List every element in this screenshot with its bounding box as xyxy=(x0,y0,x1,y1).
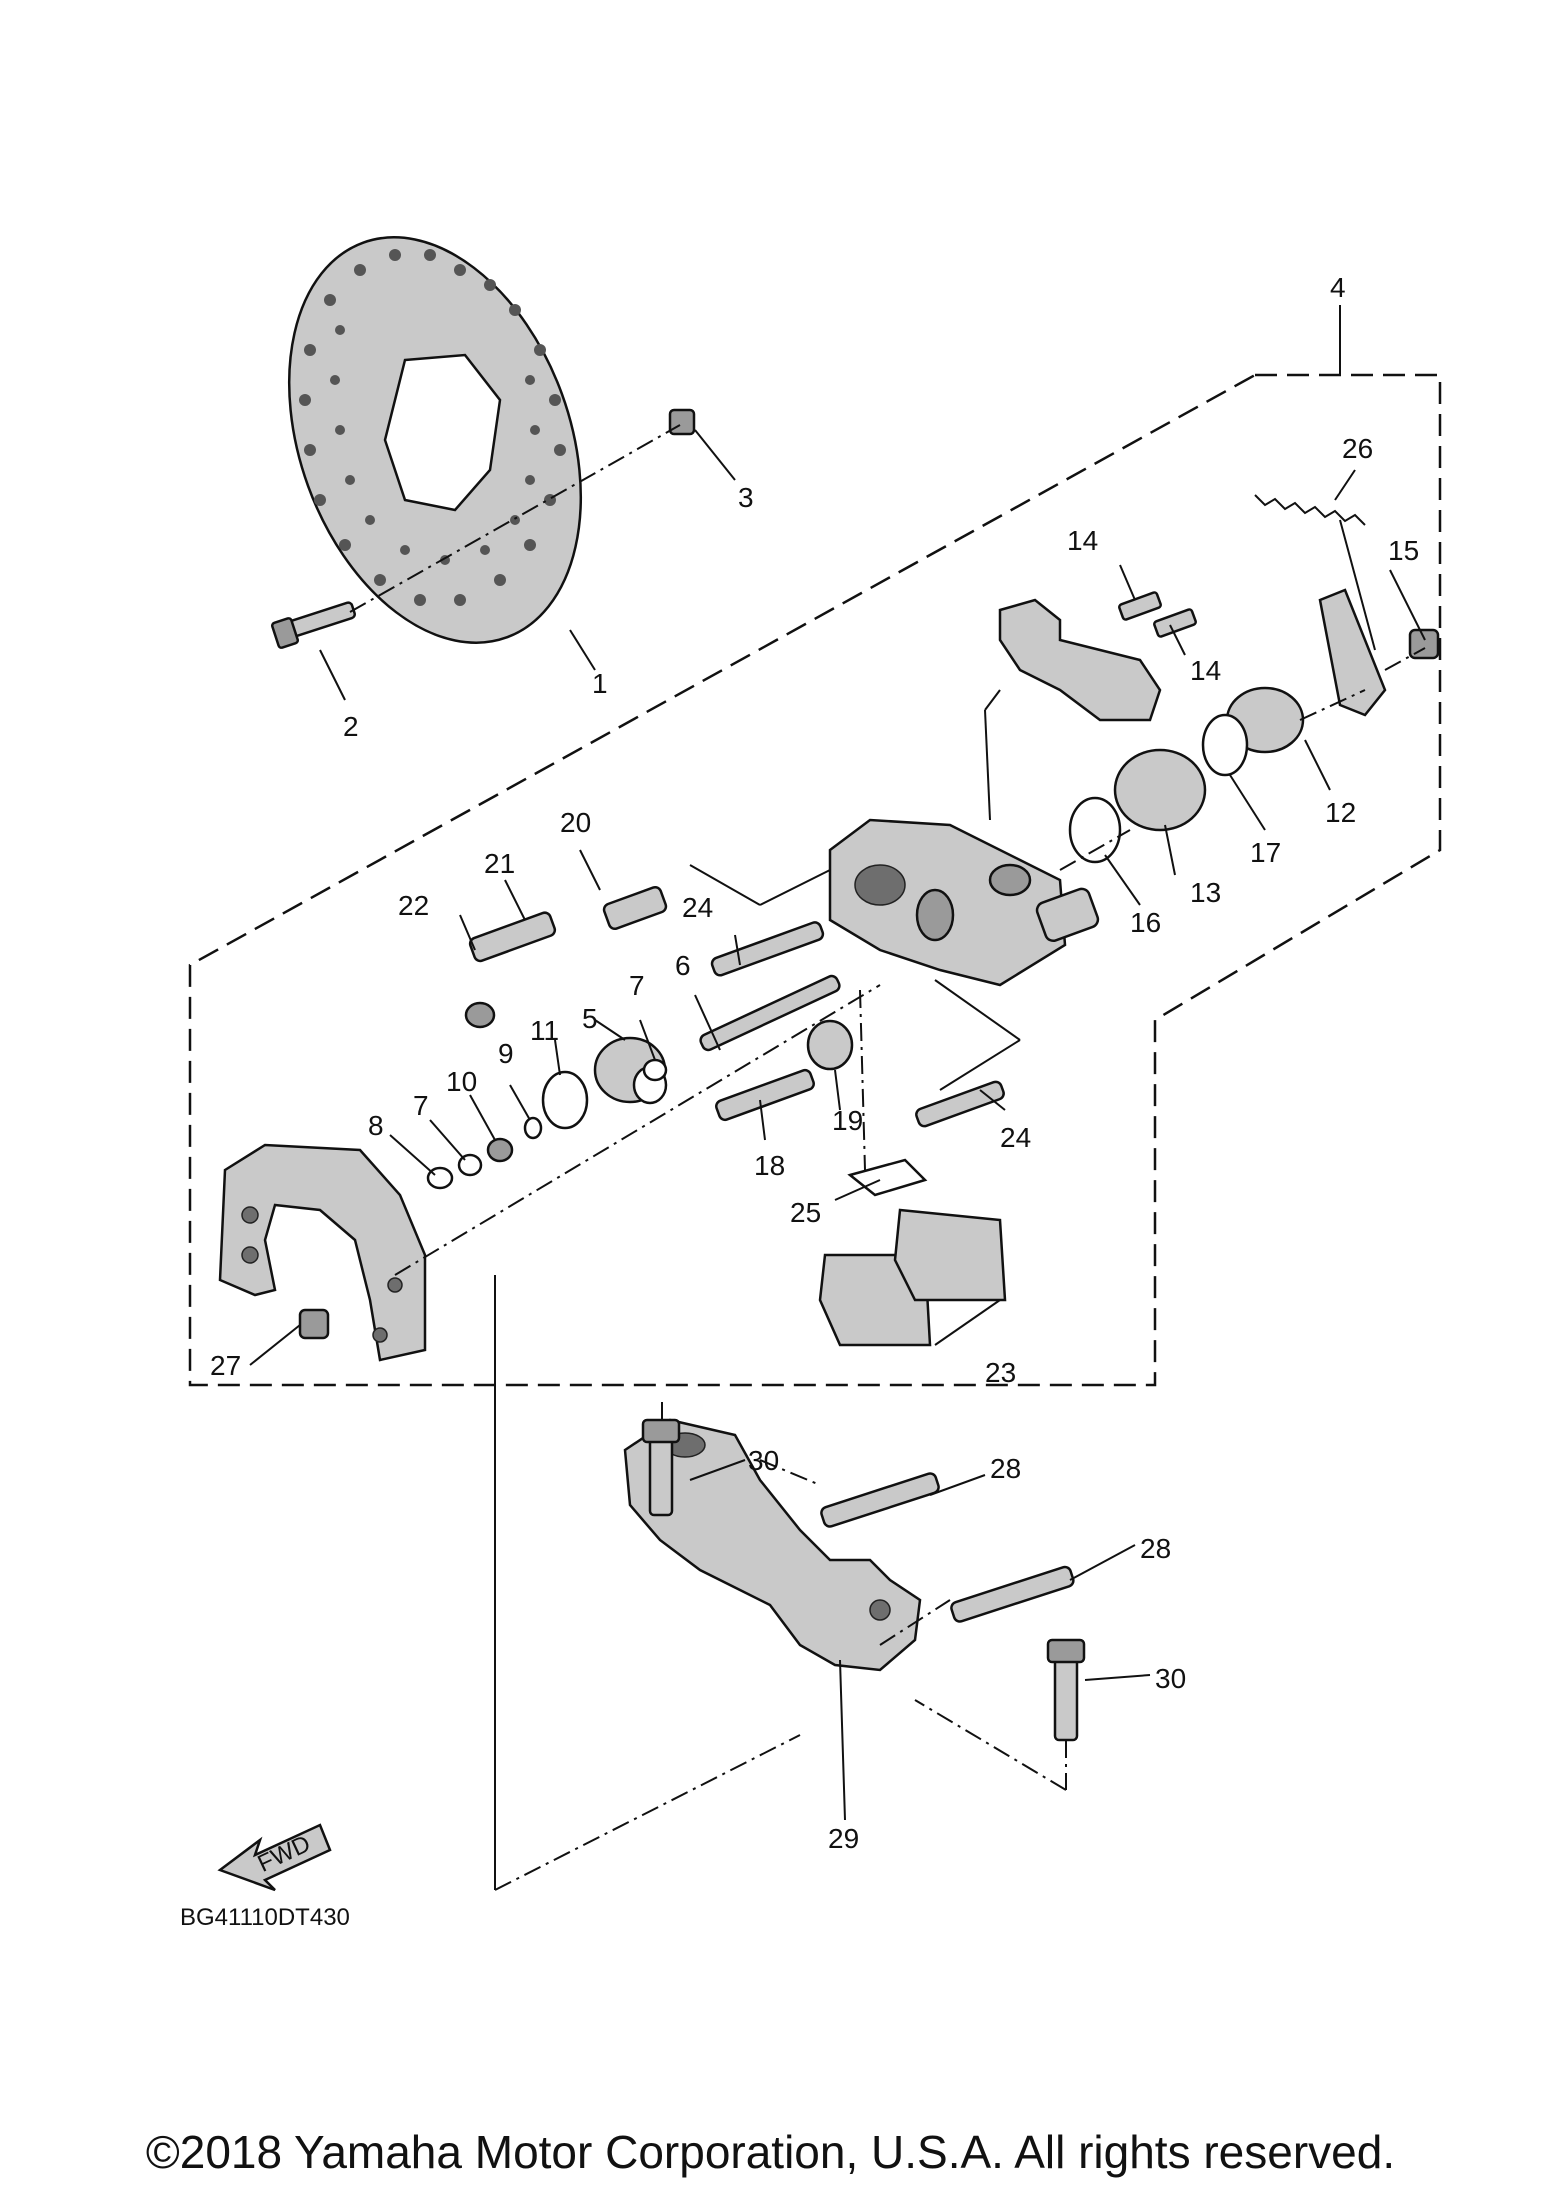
copyright-notice: ©2018 Yamaha Motor Corporation, U.S.A. A… xyxy=(145,2126,1396,2178)
return-spring xyxy=(1254,494,1376,651)
parking-lever xyxy=(1318,588,1387,717)
callout-30-top: 30 xyxy=(748,1445,779,1476)
callout-15: 15 xyxy=(1388,535,1419,566)
callout-9: 9 xyxy=(498,1038,514,1069)
callout-7-left: 7 xyxy=(413,1090,429,1121)
callout-28-bottom: 28 xyxy=(1140,1533,1171,1564)
callout-5: 5 xyxy=(582,1003,598,1034)
caliper-pins-and-seals xyxy=(426,885,1005,1190)
pad-support-bracket xyxy=(218,1143,427,1362)
callout-13: 13 xyxy=(1190,877,1221,908)
callout-8: 8 xyxy=(368,1110,384,1141)
callout-26: 26 xyxy=(1342,433,1373,464)
brake-pads xyxy=(818,1208,1007,1347)
bracket-nut xyxy=(298,1308,330,1340)
caliper-body xyxy=(828,818,1100,987)
callout-7-right: 7 xyxy=(629,970,645,1001)
o-ring-16 xyxy=(1068,796,1122,864)
callout-28-top: 28 xyxy=(990,1453,1021,1484)
callout-2: 2 xyxy=(343,711,359,742)
callout-19: 19 xyxy=(832,1105,863,1136)
callout-1: 1 xyxy=(592,668,608,699)
callout-12: 12 xyxy=(1325,797,1356,828)
callout-10: 10 xyxy=(446,1066,477,1097)
diagram-code: BG41110DT430 xyxy=(180,1904,350,1931)
callout-30-bottom: 30 xyxy=(1155,1663,1186,1694)
callout-29: 29 xyxy=(828,1823,859,1854)
callout-27: 27 xyxy=(210,1350,241,1381)
callout-24-bottom: 24 xyxy=(1000,1122,1031,1153)
disc-bolt xyxy=(271,601,356,649)
callout-24-top: 24 xyxy=(682,892,713,923)
callout-14-top: 14 xyxy=(1067,525,1098,556)
pad-shim xyxy=(847,1158,928,1197)
callout-20: 20 xyxy=(560,807,591,838)
callout-14-bottom: 14 xyxy=(1190,655,1221,686)
lever-bracket xyxy=(998,598,1162,722)
callout-21: 21 xyxy=(484,848,515,879)
callout-leaders xyxy=(249,305,1426,1821)
callout-23: 23 xyxy=(985,1357,1016,1388)
callout-16: 16 xyxy=(1130,907,1161,938)
callout-22: 22 xyxy=(398,890,429,921)
lever-nut xyxy=(1408,628,1440,660)
callout-11: 11 xyxy=(530,1015,559,1046)
callout-17: 17 xyxy=(1250,837,1281,868)
fwd-arrow-icon: FWD xyxy=(217,1823,332,1892)
bracket-bolts xyxy=(1118,591,1197,638)
callout-6: 6 xyxy=(675,950,691,981)
callout-18: 18 xyxy=(754,1150,785,1181)
callout-numbers: 1 2 3 4 5 6 7 7 8 9 10 11 12 13 14 14 15… xyxy=(210,272,1419,1854)
disc-nut xyxy=(668,408,696,436)
callout-4: 4 xyxy=(1330,272,1346,303)
o-ring-17 xyxy=(1201,713,1249,777)
callout-3: 3 xyxy=(738,482,754,513)
caliper-assembly-boundary xyxy=(188,373,1442,1387)
callout-25: 25 xyxy=(790,1197,821,1228)
brake-disc xyxy=(287,236,583,644)
adjuster-nut xyxy=(1113,748,1207,832)
mount-bolts xyxy=(641,1418,1086,1742)
assembly-lines xyxy=(394,647,1426,1891)
